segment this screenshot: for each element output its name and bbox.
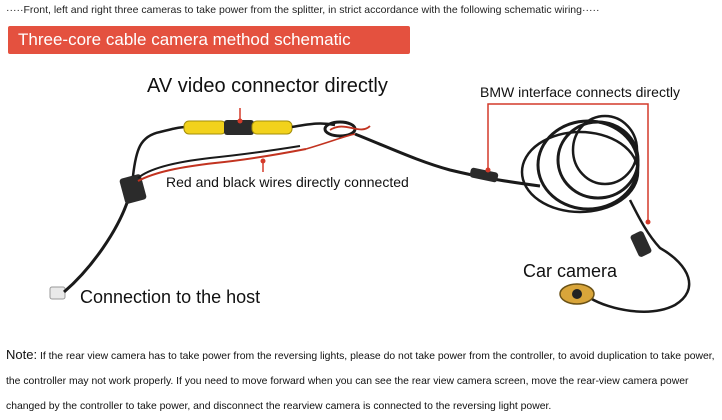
car-camera-label: Car camera <box>523 261 618 281</box>
note-heading: Note: <box>6 347 38 362</box>
top-caption: ·····Front, left and right three cameras… <box>6 4 600 16</box>
host-connection-label: Connection to the host <box>80 287 261 307</box>
camera-cable <box>589 199 691 313</box>
av-connector-female <box>251 120 293 135</box>
camera-inline-connector <box>630 231 652 257</box>
cable-coil-3 <box>520 130 640 214</box>
cable-coil-4 <box>571 114 639 186</box>
bmw-leader-dot-right <box>645 219 651 225</box>
junction-red-wire <box>329 125 371 131</box>
diagram-title: Three-core cable camera method schematic <box>18 30 351 49</box>
av-connector-label: AV video connector directly <box>147 75 388 97</box>
power-cable-red <box>137 148 307 182</box>
junction-coil <box>323 120 357 138</box>
red-wire-to-junction <box>305 133 356 150</box>
red-black-wires-label: Red and black wires directly connected <box>166 174 409 190</box>
av-cable <box>131 125 187 177</box>
av-connector-sleeve <box>224 120 254 135</box>
bmw-leader-dot-left <box>485 167 491 173</box>
av-leader-dot <box>237 118 243 124</box>
title-banner: Three-core cable camera method schematic <box>8 26 410 54</box>
note-text: If the rear view camera has to take powe… <box>6 351 715 412</box>
cable-coil-2 <box>556 120 640 200</box>
main-cable <box>354 132 541 188</box>
bmw-connector <box>469 167 499 183</box>
host-plug <box>49 286 66 300</box>
bmw-interface-label: BMW interface connects directly <box>480 84 680 100</box>
av-connector-male <box>183 120 227 135</box>
host-lead-cable <box>63 199 130 294</box>
red-black-leader-dot <box>260 158 266 164</box>
splitter-box <box>119 174 147 204</box>
power-cable-black <box>137 145 301 179</box>
note-paragraph: Note: If the rear view camera has to tak… <box>6 342 718 419</box>
car-camera-lens <box>572 289 582 299</box>
bmw-leader-line <box>487 103 649 222</box>
